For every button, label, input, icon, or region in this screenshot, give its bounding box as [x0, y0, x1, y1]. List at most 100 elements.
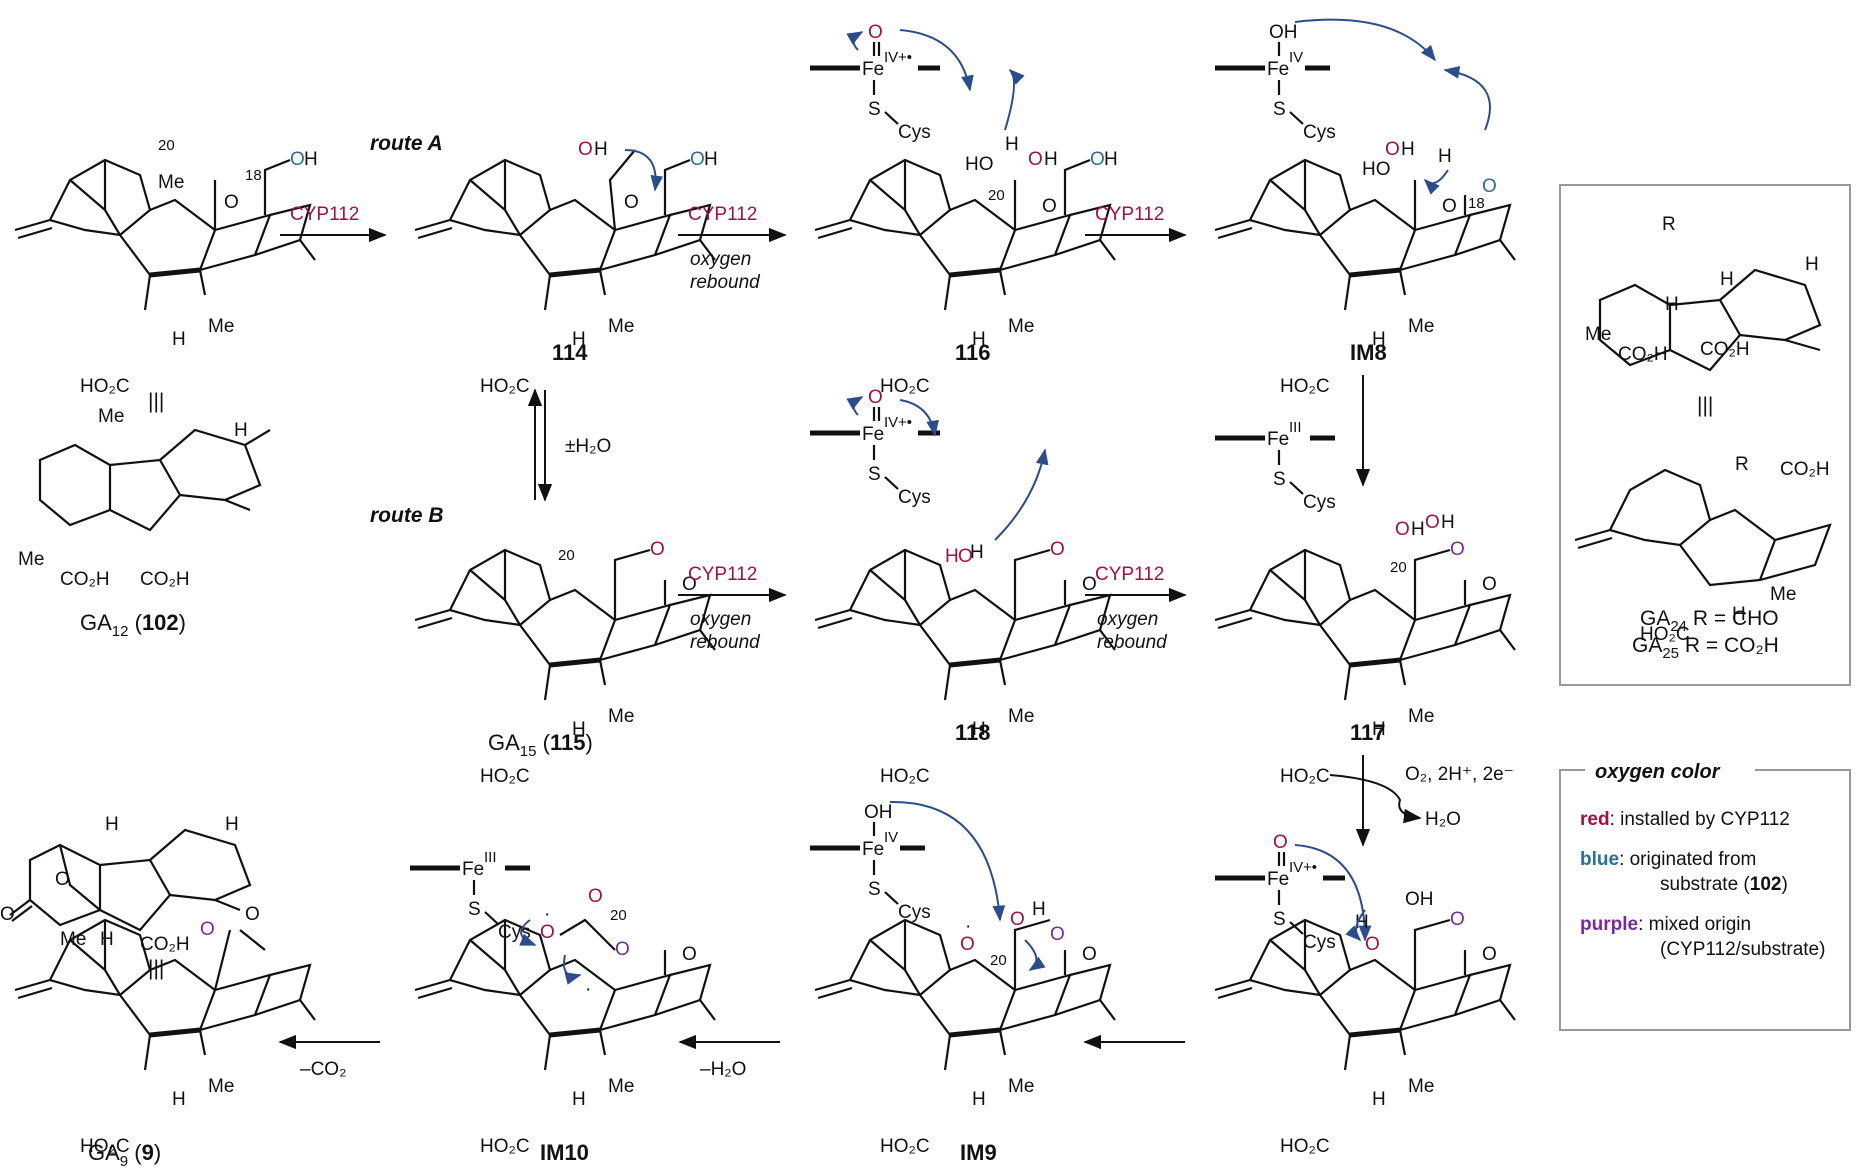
structure-114: O H O O H HO₂C H Me — [415, 139, 718, 397]
svg-text:Me: Me — [98, 406, 124, 427]
svg-text:H: H — [1372, 329, 1386, 350]
svg-text:O: O — [1482, 574, 1497, 595]
ga24-ga25-box — [1559, 184, 1851, 686]
svg-text:H: H — [945, 546, 959, 567]
svg-text:H: H — [1032, 899, 1046, 920]
svg-text:O: O — [1482, 944, 1497, 965]
svg-text:O: O — [1028, 149, 1043, 170]
svg-text:O: O — [1010, 909, 1025, 930]
svg-text:O: O — [588, 886, 603, 907]
svg-text:oxygen: oxygen — [690, 249, 751, 270]
svg-text:H: H — [965, 154, 979, 175]
svg-text:H: H — [1438, 146, 1452, 167]
svg-text:Fe: Fe — [862, 839, 884, 860]
svg-text:O: O — [958, 546, 973, 567]
svg-text:O: O — [690, 149, 705, 170]
svg-text:OH: OH — [1269, 22, 1298, 43]
structure-im9: O · O H 20 O O HO₂C H Me — [815, 899, 1115, 1157]
svg-text:18: 18 — [1468, 195, 1485, 212]
iron-oxo-116: Fe IV +• O S Cys — [810, 22, 974, 143]
svg-text:O: O — [1450, 539, 1465, 560]
svg-text:OH: OH — [864, 802, 893, 823]
legend-purple: purple: mixed origin — [1580, 914, 1751, 935]
label-ga12: GA12 (102) — [80, 610, 186, 640]
svg-text:O: O — [868, 22, 883, 43]
svg-text:O: O — [868, 387, 883, 408]
svg-text:IV: IV — [884, 49, 898, 66]
svg-text:rebound: rebound — [690, 632, 761, 653]
svg-text:H: H — [1372, 719, 1386, 740]
svg-text:CYP112: CYP112 — [1095, 564, 1164, 585]
svg-text:+•: +• — [898, 49, 912, 66]
svg-text:O: O — [682, 574, 697, 595]
label-116: 116 — [955, 340, 991, 365]
iron-hydroxo-im9: Fe IV OH S Cys — [810, 800, 1006, 923]
label-118: 118 — [955, 720, 991, 745]
svg-text:HO₂C: HO₂C — [480, 766, 530, 787]
label-im9: IM9 — [960, 1140, 997, 1165]
svg-text:O: O — [578, 139, 593, 160]
svg-text:Me: Me — [608, 316, 634, 337]
svg-text:H: H — [1411, 519, 1425, 540]
svg-text:HO₂C: HO₂C — [1280, 766, 1330, 787]
legend-red: red: installed by CYP112 — [1580, 809, 1790, 830]
svg-text:H: H — [234, 420, 248, 441]
svg-text:Cys: Cys — [898, 487, 931, 508]
svg-text:Fe: Fe — [1267, 869, 1289, 890]
svg-text:HO₂C: HO₂C — [880, 1136, 930, 1157]
structure-116: HO H H O H 20 O O H HO₂C H Me — [815, 68, 1118, 397]
label-ga9: GA9 (9) — [88, 1140, 161, 1170]
svg-text:H: H — [1401, 139, 1415, 160]
svg-text:Fe: Fe — [1267, 59, 1289, 80]
o2-reagent: O₂, 2H⁺, 2e⁻ — [1405, 764, 1514, 785]
legend-title: oxygen color — [1595, 761, 1721, 783]
label-114: 114 — [552, 340, 588, 365]
svg-text:Me: Me — [1008, 1076, 1034, 1097]
label-im10: IM10 — [540, 1140, 589, 1165]
iron-iii-117: Fe III S Cys — [1215, 419, 1336, 513]
svg-text:H: H — [970, 542, 984, 563]
svg-text:CO₂H: CO₂H — [140, 569, 190, 590]
iron-oxo-118: Fe IV +• O S Cys — [810, 387, 940, 508]
svg-text:+•: +• — [898, 414, 912, 431]
svg-text:O: O — [200, 919, 215, 940]
structure-ga24-top: R H H Me CO₂H CO₂H H — [1585, 214, 1822, 372]
svg-text:O: O — [540, 922, 555, 943]
svg-text:Cys: Cys — [898, 122, 931, 143]
svg-text:O: O — [1442, 196, 1457, 217]
svg-text:IV: IV — [884, 414, 898, 431]
svg-text:|||: ||| — [1697, 394, 1713, 417]
svg-text:III: III — [484, 849, 497, 866]
svg-text:HO₂C: HO₂C — [480, 1136, 530, 1157]
svg-text:O: O — [624, 192, 639, 213]
svg-text:OH: OH — [1405, 889, 1434, 910]
svg-text:III: III — [1289, 419, 1302, 436]
c20-label: 20 — [158, 137, 175, 154]
h-label: H — [172, 329, 186, 350]
svg-text:S: S — [868, 879, 881, 900]
svg-text:Me: Me — [1408, 706, 1434, 727]
svg-text:Cys: Cys — [898, 902, 931, 923]
label-im8: IM8 — [1350, 340, 1387, 365]
svg-text:O: O — [1385, 139, 1400, 160]
svg-text:HO₂C: HO₂C — [880, 766, 930, 787]
svg-text:Fe: Fe — [462, 859, 484, 880]
svg-text:O: O — [650, 539, 665, 560]
svg-text:20: 20 — [558, 547, 575, 564]
structure-118: H H O O O HO₂C H Me — [815, 448, 1115, 787]
svg-text:O: O — [1050, 539, 1065, 560]
svg-text:Me: Me — [1008, 316, 1034, 337]
svg-text:substrate (102): substrate (102) — [1660, 874, 1788, 895]
svg-text:HO₂C: HO₂C — [1280, 1136, 1330, 1157]
svg-text:Fe: Fe — [1267, 429, 1289, 450]
o-label: O — [224, 192, 239, 213]
svg-text:H: H — [972, 719, 986, 740]
oh-blue-label: O — [290, 149, 305, 170]
svg-text:rebound: rebound — [1097, 632, 1168, 653]
svg-text:IV: IV — [884, 829, 898, 846]
label-117: 117 — [1350, 720, 1386, 745]
svg-text:CO₂H: CO₂H — [1700, 339, 1750, 360]
svg-text:H: H — [1044, 149, 1058, 170]
structure-im10: O O · 20 O O · HO₂C H Me — [415, 886, 715, 1157]
